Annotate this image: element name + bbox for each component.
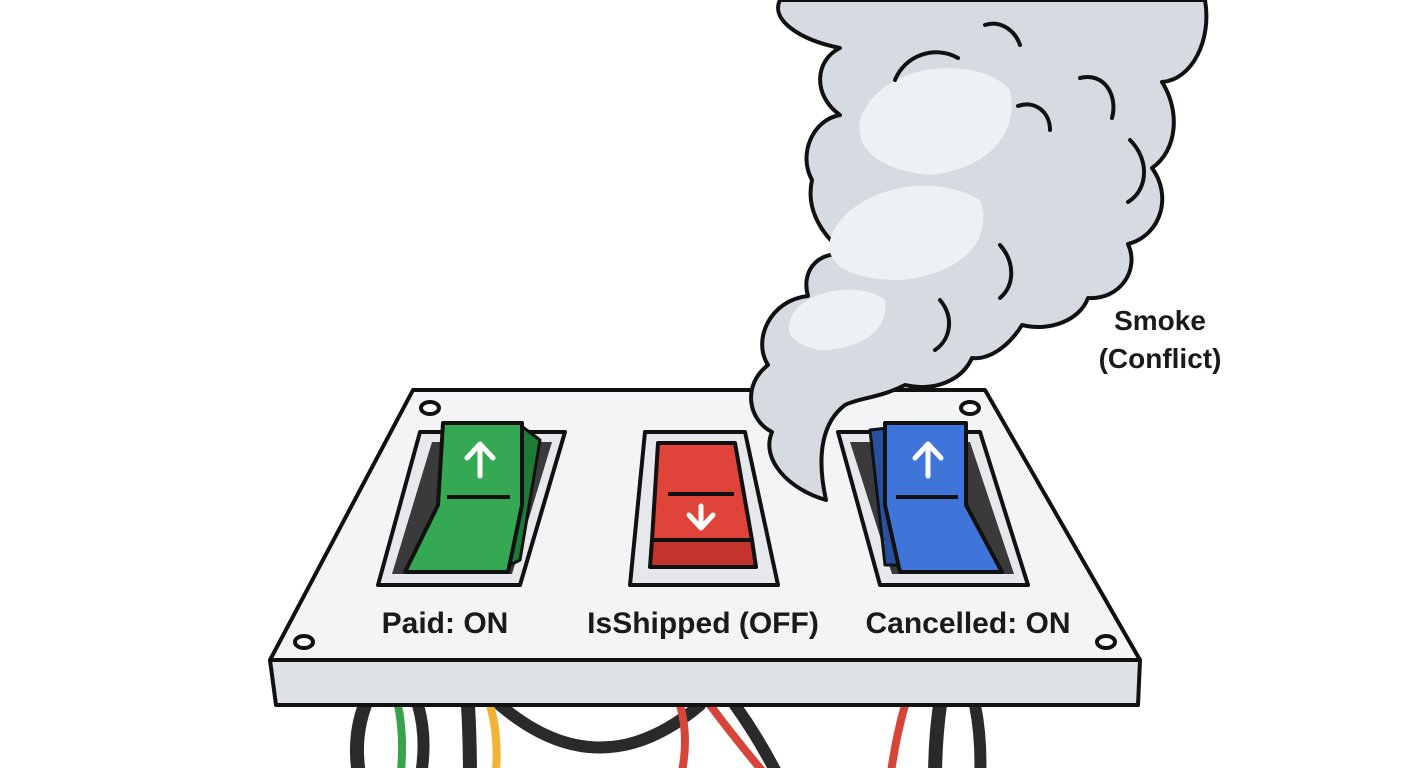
wire-yellow [486,701,501,768]
label-cancelled: Cancelled: ON [865,607,1070,640]
wire-black-2 [412,699,430,768]
wire-red-1 [676,701,689,768]
panel-front-edge [268,658,1142,707]
screw-top-right [959,400,981,416]
label-isshipped: IsShipped (OFF) [587,607,819,640]
smoke-label-line1: Smoke [1114,305,1206,336]
switch-cancelled[interactable] [836,421,1030,587]
arrow-down-icon [686,503,716,531]
wire-black-4 [729,699,781,768]
wire-red-3 [887,701,909,768]
smoke-highlight [788,289,886,350]
smoke-cloud [749,0,1209,502]
wire-black-6 [969,699,987,768]
screw-bottom-right [1095,634,1117,650]
label-paid: Paid: ON [382,607,509,640]
switch-paid[interactable] [376,421,567,587]
smoke-highlight [829,185,984,280]
screw-bottom-left [293,634,315,650]
switch-isshipped[interactable] [628,430,780,587]
smoke-curls [893,21,1146,352]
wire-black-loop [494,699,706,754]
wires [350,698,987,768]
wire-black-3 [461,698,477,768]
screw-top-left [419,400,441,416]
arrow-up-icon [464,441,496,479]
wire-green [394,701,407,768]
switch-isshipped-rocker-front [648,538,758,569]
smoke-label-line2: (Conflict) [1099,343,1222,374]
wire-black-5 [928,698,947,768]
wire-red-2 [706,701,766,768]
arrow-up-icon [912,441,944,479]
smoke-highlight [859,68,1012,175]
wire-black-1 [350,698,372,768]
